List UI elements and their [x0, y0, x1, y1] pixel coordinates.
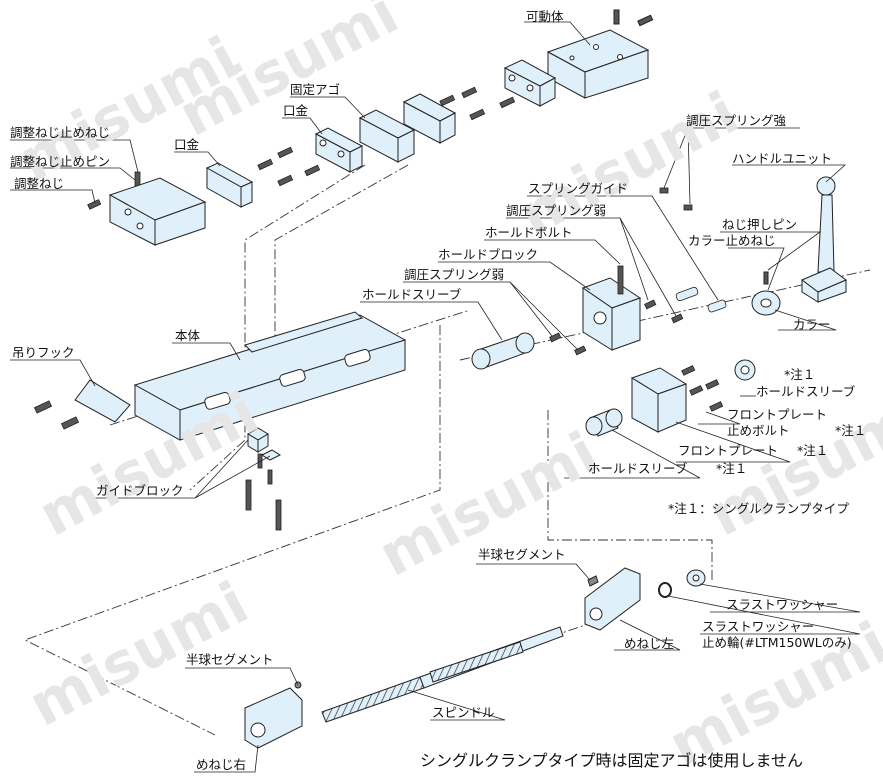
footnote: シングルクランプタイプ時は固定アゴは使用しません	[420, 751, 804, 770]
label-collar-stop-screw: カラー止めねじ	[688, 233, 776, 248]
jaw-plate-mid	[402, 93, 457, 144]
retaining-ring-part	[658, 582, 672, 598]
label-hold-sleeve-right: ホールドスリーブ	[756, 384, 856, 399]
spindle-part	[321, 626, 564, 723]
label-collar: カラー	[793, 317, 831, 332]
jaw-plate-right	[503, 59, 557, 107]
handle-unit-part	[801, 176, 847, 303]
guide-block-part	[247, 427, 282, 461]
label-adj-spring-weak-2: 調圧スプリング弱	[404, 267, 505, 282]
movable-body	[546, 29, 650, 99]
label-lifting-hook: 吊りフック	[12, 345, 75, 360]
label-handle-unit: ハンドルユニット	[732, 151, 833, 166]
label-front-plate-stop-bolt-2: 止めボルト	[727, 423, 790, 438]
label-note1-a: *注１	[784, 367, 816, 382]
label-front-plate-stop-bolt-1: フロントプレート	[727, 407, 828, 422]
hold-block-part	[581, 277, 642, 351]
label-spindle: スピンドル	[432, 705, 495, 720]
label-hold-sleeve-left: ホールドスリーブ	[362, 287, 462, 302]
label-female-thread-left: めねじ左	[624, 636, 675, 651]
label-fixed-jaw: 固定アゴ	[290, 82, 341, 97]
front-plate-bolts	[681, 365, 724, 412]
label-female-thread-right: めねじ右	[196, 757, 247, 772]
fixed-jaw-part	[358, 109, 416, 163]
movable-body-screws	[613, 9, 654, 27]
label-mouthpiece-left: 口金	[174, 137, 200, 152]
label-screw-push-pin: ねじ押しピン	[722, 217, 798, 232]
hold-sleeve-left-part	[471, 332, 535, 370]
label-thrust-washer: スラストワッシャー	[726, 597, 839, 612]
adjust-block	[108, 177, 207, 246]
label-note1-b: *注１	[835, 423, 867, 438]
leader-lines	[10, 21, 861, 773]
main-body-screws	[33, 400, 282, 531]
main-body-part	[133, 311, 407, 441]
label-adj-screw-stop-pin: 調整ねじ止めピン	[10, 154, 111, 169]
hold-bolt-part	[617, 265, 624, 295]
front-plate-part	[630, 367, 688, 433]
label-hold-block: ホールドブロック	[438, 247, 539, 262]
label-mouthpiece-top: 口金	[283, 103, 309, 118]
hold-sleeve-bottom-part	[585, 408, 623, 437]
label-hold-bolt: ホールドボルト	[485, 225, 573, 240]
label-main-body: 本体	[175, 328, 201, 343]
label-movable-body: 可動体	[526, 9, 564, 24]
label-hold-sleeve-bottom: ホールドスリーブ	[588, 461, 688, 476]
label-note1-c: *注１	[797, 443, 829, 458]
label-hemisphere-segment-bottom: 半球セグメント	[186, 652, 274, 667]
hold-sleeve-right-part	[734, 359, 756, 381]
label-spring-guide: スプリングガイド	[528, 181, 629, 196]
mouthpiece-top-part	[314, 127, 364, 173]
spring-guide-part	[675, 286, 727, 313]
label-hemisphere-segment-top: 半球セグメント	[478, 547, 566, 562]
label-note1-def: *注１：シングルクランプタイプ	[668, 501, 849, 516]
thrust-washer-part	[686, 569, 706, 587]
label-adj-spring-weak-1: 調圧スプリング弱	[506, 203, 607, 218]
label-thrust-washer-retainer-2: 止め輪(#LTM150WLのみ)	[702, 635, 852, 650]
label-front-plate: フロントプレート	[678, 443, 779, 458]
label-adj-screw: 調整ねじ	[14, 176, 65, 191]
label-thrust-washer-retainer-1: スラストワッシャー	[702, 619, 815, 634]
female-thread-left-part	[584, 567, 641, 631]
mouthpiece-left-part	[205, 162, 254, 208]
collar-part	[751, 271, 781, 316]
label-adj-screw-stop-screw: 調整ねじ止めねじ	[10, 125, 111, 140]
label-note1-d: *注１	[716, 461, 748, 476]
female-thread-right-part	[244, 681, 303, 749]
label-guide-block: ガイドブロック	[96, 483, 184, 498]
upper-screws	[87, 86, 516, 210]
label-adj-spring-strong: 調圧スプリング強	[686, 113, 787, 128]
lifting-hook-part	[74, 379, 131, 423]
